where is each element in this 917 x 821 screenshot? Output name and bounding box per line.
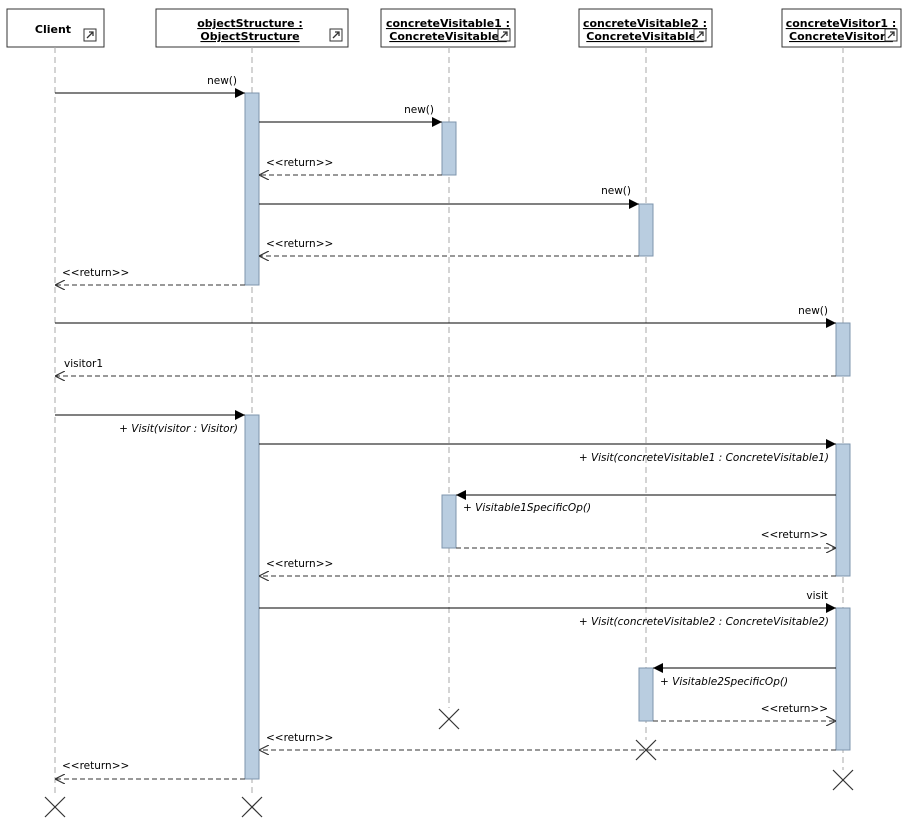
message-visit-concreteVisitable1[interactable]: + Visit(concreteVisitable1 : ConcreteVis… bbox=[259, 439, 836, 464]
link-icon[interactable] bbox=[497, 28, 511, 42]
destroy-marker-objectStructure bbox=[241, 796, 263, 818]
activation-bar bbox=[835, 322, 851, 377]
message-return[interactable]: <<return>> bbox=[259, 732, 836, 750]
lifeline-head-concreteVisitable2[interactable]: concreteVisitable2 : ConcreteVisitable2 bbox=[578, 8, 713, 48]
message-label: + Visitable1SpecificOp() bbox=[463, 502, 591, 514]
message-label: <<return>> bbox=[761, 703, 828, 715]
message-label: visit bbox=[806, 590, 828, 602]
lifeline-title-concreteVisitable1-class: ConcreteVisitable1 bbox=[389, 30, 506, 43]
message-new-objectStructure[interactable]: new() bbox=[55, 75, 245, 98]
message-return[interactable]: <<return>> bbox=[259, 558, 836, 576]
lifeline-head-concreteVisitor1[interactable]: concreteVisitor1 : ConcreteVisitor1 bbox=[781, 8, 902, 48]
lifeline-title-concreteVisitor1-instance: concreteVisitor1 : bbox=[786, 17, 897, 30]
message-return[interactable]: <<return>> bbox=[259, 238, 639, 256]
link-icon[interactable] bbox=[83, 28, 97, 42]
lifeline-title-concreteVisitable2-instance: concreteVisitable2 : bbox=[583, 17, 707, 30]
activation-bar bbox=[441, 494, 457, 549]
lifeline-head-objectStructure[interactable]: objectStructure : ObjectStructure bbox=[155, 8, 349, 48]
message-return-visitor1[interactable]: visitor1 bbox=[55, 358, 836, 376]
lifeline-title-objectStructure-class: ObjectStructure bbox=[200, 30, 299, 43]
message-label: <<return>> bbox=[266, 732, 333, 744]
message-new-concreteVisitable1[interactable]: new() bbox=[259, 104, 442, 127]
message-new-concreteVisitor1[interactable]: new() bbox=[55, 305, 836, 328]
message-return[interactable]: <<return>> bbox=[259, 157, 442, 175]
lifeline-head-concreteVisitable1[interactable]: concreteVisitable1 : ConcreteVisitable1 bbox=[380, 8, 516, 48]
message-label: + Visit(concreteVisitable2 : ConcreteVis… bbox=[579, 616, 829, 628]
message-return[interactable]: <<return>> bbox=[55, 267, 245, 285]
message-label: + Visit(concreteVisitable1 : ConcreteVis… bbox=[579, 452, 829, 464]
activation-bar bbox=[638, 667, 654, 722]
message-label: <<return>> bbox=[266, 238, 333, 250]
message-label: <<return>> bbox=[266, 558, 333, 570]
message-label: <<return>> bbox=[62, 267, 129, 279]
message-return[interactable]: <<return>> bbox=[55, 760, 245, 779]
message-label: new() bbox=[207, 75, 237, 87]
activation-bar bbox=[244, 92, 260, 286]
message-visit-visitor[interactable]: + Visit(visitor : Visitor) bbox=[55, 410, 245, 435]
message-label: <<return>> bbox=[266, 157, 333, 169]
activation-bar bbox=[638, 203, 654, 257]
message-new-concreteVisitable2[interactable]: new() bbox=[259, 185, 639, 209]
lifeline-title-client: Client bbox=[35, 23, 71, 36]
message-visitable2-specific-op[interactable]: + Visitable2SpecificOp() bbox=[653, 663, 836, 688]
activation-bar bbox=[835, 607, 851, 751]
link-icon[interactable] bbox=[329, 28, 343, 42]
activation-bar bbox=[244, 414, 260, 780]
message-label: <<return>> bbox=[761, 529, 828, 541]
lifeline-title-concreteVisitable1-instance: concreteVisitable1 : bbox=[386, 17, 510, 30]
message-label: <<return>> bbox=[62, 760, 129, 772]
lifeline-title-concreteVisitable2-class: ConcreteVisitable2 bbox=[586, 30, 703, 43]
link-icon[interactable] bbox=[884, 28, 898, 42]
activation-bar bbox=[441, 121, 457, 176]
lifeline-head-client[interactable]: Client bbox=[6, 8, 105, 48]
destroy-marker-concreteVisitable1 bbox=[438, 708, 460, 730]
message-return[interactable]: <<return>> bbox=[456, 529, 836, 548]
destroy-marker-concreteVisitable2 bbox=[635, 739, 657, 761]
message-label: + Visit(visitor : Visitor) bbox=[119, 423, 238, 435]
message-visit[interactable]: visit + Visit(concreteVisitable2 : Concr… bbox=[259, 590, 836, 628]
destroy-marker-client bbox=[44, 796, 66, 818]
link-icon[interactable] bbox=[693, 28, 707, 42]
message-label: new() bbox=[404, 104, 434, 116]
activation-bar bbox=[835, 443, 851, 577]
message-label: new() bbox=[601, 185, 631, 197]
message-label: new() bbox=[798, 305, 828, 317]
lifeline-title-objectStructure-instance: objectStructure : bbox=[197, 17, 303, 30]
message-visitable1-specific-op[interactable]: + Visitable1SpecificOp() bbox=[456, 490, 836, 514]
lifeline-title-concreteVisitor1-class: ConcreteVisitor1 bbox=[789, 30, 893, 43]
message-return[interactable]: <<return>> bbox=[653, 703, 836, 721]
destroy-marker-concreteVisitor1 bbox=[832, 769, 854, 791]
message-label: visitor1 bbox=[64, 358, 103, 370]
message-label: + Visitable2SpecificOp() bbox=[660, 676, 788, 688]
